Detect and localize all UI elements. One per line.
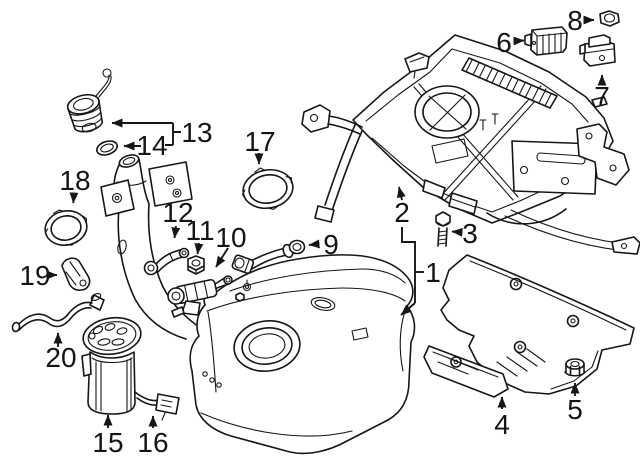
fuel-cap-drawing: [66, 68, 112, 133]
flange-nut-drawing: [564, 358, 586, 377]
callout-12-label: 12: [162, 197, 193, 228]
callout-3-label: 3: [462, 218, 478, 249]
callout-13-label: 13: [181, 117, 212, 148]
callout-5-label: 5: [567, 394, 583, 425]
callout-11-label: 11: [185, 215, 214, 246]
frame-wheel-well: [414, 85, 480, 139]
cap-gasket-drawing: [96, 140, 118, 156]
callout-leaders: [46, 15, 607, 428]
support-frame-drawing: [301, 34, 640, 255]
vent-hose-drawing: [11, 301, 93, 333]
callout-10-label: 10: [215, 222, 246, 253]
callout-18-label: 18: [59, 165, 90, 196]
tank-fitting-stud: [235, 292, 245, 302]
fuel-tank-drawing: [189, 254, 416, 455]
skid-plate-wing: [423, 345, 509, 398]
valve-module-drawing: [524, 26, 568, 56]
frame-ribbed-band: [461, 57, 558, 109]
breather-pipe-drawing: [143, 247, 190, 276]
hex-nut-drawing: [599, 10, 620, 27]
callout-9-label: 9: [323, 229, 339, 260]
skid-plate-drawing: [423, 254, 635, 398]
callout-15-label: 15: [92, 427, 123, 458]
control-module-drawing: [579, 34, 616, 67]
frame-top-clip: [404, 52, 430, 79]
pressure-sensor-drawing: [61, 257, 105, 311]
fuel-sender-drawing: [134, 391, 180, 421]
filler-pipe-drawing: [100, 154, 204, 340]
small-hex-nut-drawing: [187, 255, 205, 275]
callout-20-label: 20: [45, 342, 76, 373]
fuel-pump-module-drawing: [81, 316, 142, 415]
callout-4-label: 4: [494, 409, 510, 440]
callout-7-label: 7: [594, 81, 610, 112]
callout-2-label: 2: [394, 197, 410, 228]
callout-16-label: 16: [137, 427, 168, 458]
callout-17-label: 17: [244, 126, 275, 157]
callout-1-label: 1: [425, 257, 441, 288]
bolt-drawing: [435, 211, 451, 247]
callout-14-label: 14: [136, 130, 167, 161]
tank-pump-opening: [233, 320, 301, 372]
fuel-hose-drawing: [231, 239, 306, 275]
vent-valve-drawing: [167, 275, 233, 318]
lock-ring-18-drawing: [44, 209, 88, 246]
frame-access-plate: [511, 140, 598, 195]
frame-left-bracket: [301, 104, 363, 135]
callout-6-label: 6: [496, 27, 512, 58]
callout-19-label: 19: [19, 260, 50, 291]
lock-ring-17-drawing: [242, 167, 294, 210]
callout-labels: 1 2 3 4 5 6 7 8 9 10 11 12 13 14 15 16 1…: [19, 5, 609, 458]
filler-bracket-left: [100, 179, 135, 217]
callout-8-label: 8: [567, 5, 583, 36]
